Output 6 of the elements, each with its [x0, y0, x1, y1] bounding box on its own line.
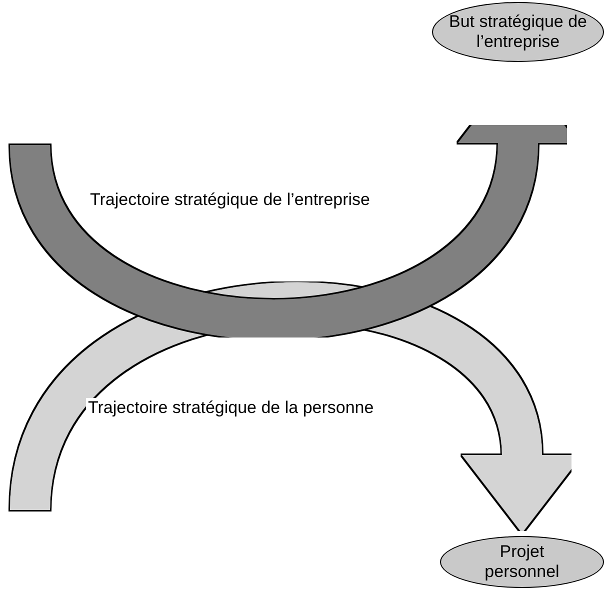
edge-label: Trajectoire stratégique de l’entreprise — [88, 190, 372, 210]
node-label: But stratégique de l’entreprise — [448, 12, 588, 52]
curved-arrow — [10, 66, 578, 340]
node-label: Projet personnel — [484, 542, 560, 582]
edge-label: Trajectoire stratégique de la personne — [86, 398, 376, 418]
curved-arrow — [10, 282, 581, 532]
